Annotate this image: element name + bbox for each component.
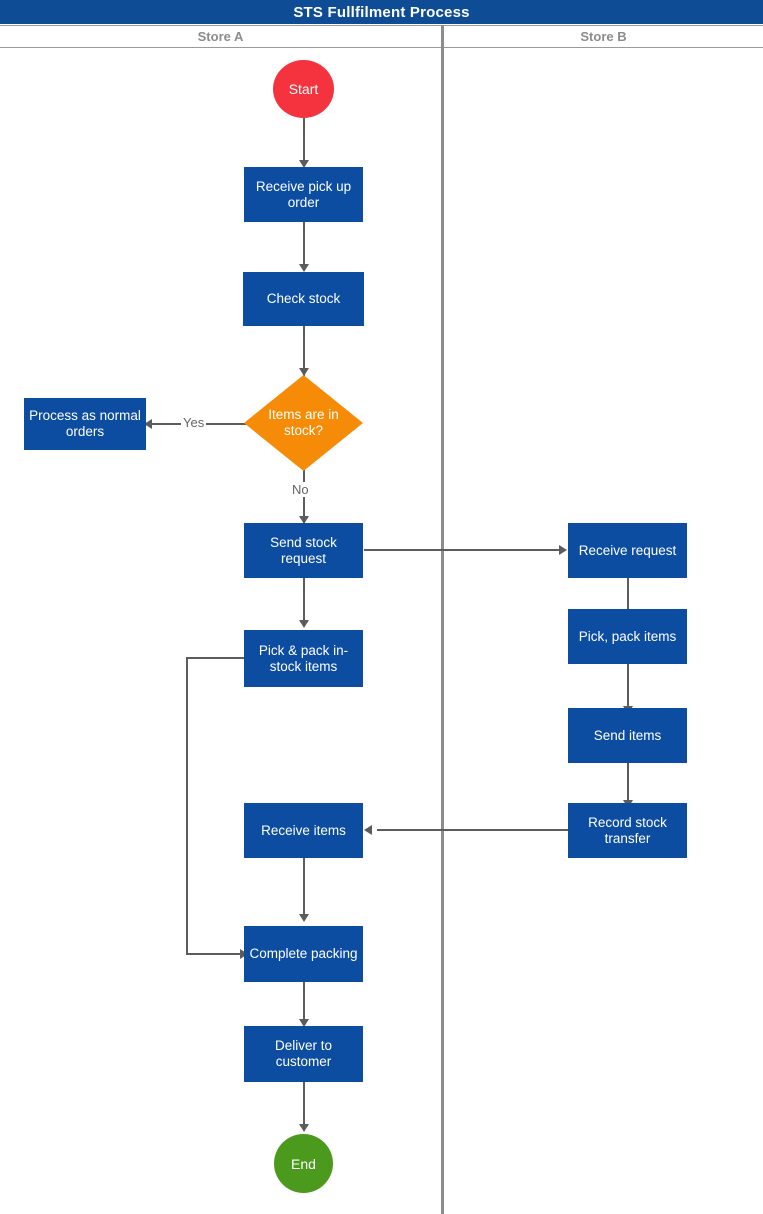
- connector-decision-to-send-stock-request: [303, 470, 305, 524]
- lane-label-store-b: Store B: [580, 29, 627, 44]
- diamond-shape: [244, 375, 363, 471]
- lane-header-top-rule: [0, 25, 763, 26]
- edge-label-yes: Yes: [181, 415, 207, 430]
- node-pick-pack-items[interactable]: Pick, pack items: [568, 609, 687, 664]
- node-process-as-normal-orders[interactable]: Process as normal orders: [24, 398, 146, 450]
- connector-send-items-to-record-transfer: [627, 763, 629, 803]
- arrowhead-send-stock-request: [299, 516, 309, 524]
- diagram-title: STS Fullfilment Process: [0, 0, 763, 24]
- connector-loop-bottom: [186, 953, 244, 955]
- node-check-stock[interactable]: Check stock: [243, 272, 364, 326]
- arrowhead-end: [299, 1124, 309, 1132]
- node-deliver-to-customer[interactable]: Deliver to customer: [244, 1026, 363, 1082]
- connector-pick-pack-items-to-send-items: [627, 664, 629, 708]
- node-receive-request[interactable]: Receive request: [568, 523, 687, 578]
- arrowhead-check-stock: [299, 264, 309, 272]
- node-receive-items[interactable]: Receive items: [244, 803, 363, 858]
- arrowhead-receive-pickup: [299, 160, 309, 168]
- node-end[interactable]: End: [274, 1134, 333, 1193]
- node-complete-packing[interactable]: Complete packing: [244, 926, 363, 982]
- arrowhead-decision: [299, 368, 309, 376]
- node-record-stock-transfer[interactable]: Record stock transfer: [568, 803, 687, 858]
- edge-label-no: No: [290, 482, 311, 497]
- node-items-in-stock-label: Items are in stock?: [268, 407, 339, 438]
- node-start[interactable]: Start: [273, 60, 334, 118]
- connector-loop-side: [186, 657, 188, 954]
- node-send-items[interactable]: Send items: [568, 708, 687, 763]
- node-receive-pickup-order[interactable]: Receive pick up order: [244, 167, 363, 222]
- arrowhead-receive-request: [559, 545, 567, 555]
- lane-divider: [441, 25, 444, 1214]
- connector-start-to-receive-pickup: [303, 118, 305, 162]
- connector-send-stock-request-to-pick-pack-instock: [303, 578, 305, 622]
- connector-receive-items-to-complete-packing: [303, 858, 305, 918]
- arrowhead-complete-packing: [299, 914, 309, 922]
- node-send-stock-request[interactable]: Send stock request: [244, 523, 363, 578]
- connector-check-stock-to-decision: [303, 326, 305, 376]
- connector-receive-pickup-to-check-stock: [303, 222, 305, 266]
- node-items-in-stock-decision[interactable]: Items are in stock?: [244, 375, 363, 471]
- connector-complete-packing-to-deliver: [303, 982, 305, 1022]
- arrowhead-process-normal: [144, 419, 152, 429]
- connector-record-transfer-to-receive-items: [377, 829, 569, 831]
- node-pick-pack-in-stock-items[interactable]: Pick & pack in-stock items: [244, 630, 363, 687]
- connector-send-stock-request-to-receive-request: [364, 549, 560, 551]
- connector-loop-top: [186, 657, 246, 659]
- arrowhead-receive-items: [364, 825, 372, 835]
- connector-receive-request-to-pick-pack-items: [627, 578, 629, 622]
- connector-deliver-to-end: [303, 1082, 305, 1126]
- lane-header-bottom-rule: [0, 47, 763, 48]
- lane-label-store-a: Store A: [197, 29, 244, 44]
- arrowhead-pick-pack-instock: [299, 620, 309, 628]
- arrowhead-deliver-customer: [299, 1019, 309, 1027]
